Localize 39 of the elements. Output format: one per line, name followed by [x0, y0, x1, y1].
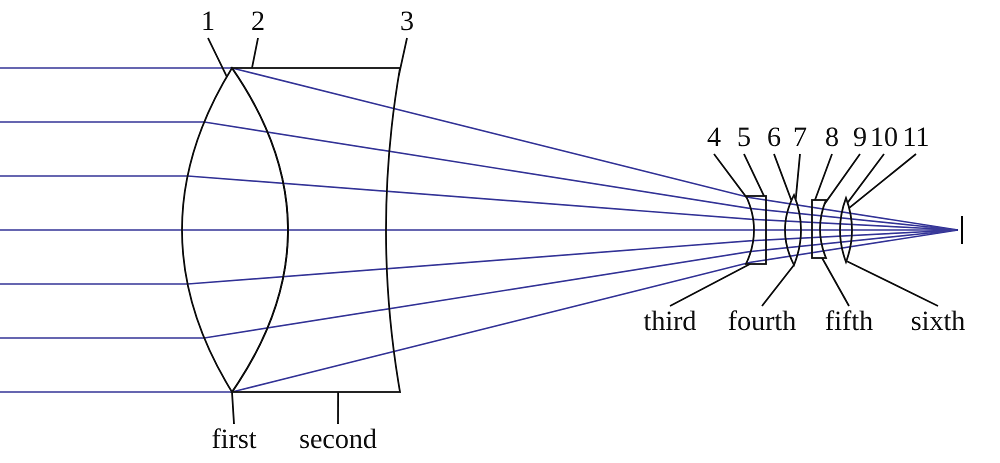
callout-number: 7	[793, 124, 807, 152]
callout-number: 4	[707, 124, 721, 152]
callout-number: 6	[767, 124, 781, 152]
part-label: third	[644, 308, 696, 336]
callout-number: 3	[400, 8, 414, 36]
callout-number: 9	[853, 124, 867, 152]
leader-line	[337, 392, 339, 424]
part-label: second	[299, 426, 377, 454]
callout-number: 10	[870, 124, 898, 152]
leader-line	[846, 153, 885, 204]
callout-number: 8	[825, 124, 839, 152]
callout-number: 2	[251, 8, 265, 36]
leader-line	[251, 38, 259, 68]
leader-line	[794, 154, 801, 200]
leader-line	[761, 264, 795, 307]
leader-line	[814, 154, 833, 200]
lens-drawing	[231, 67, 401, 393]
lens-drawing	[784, 194, 802, 266]
part-label: first	[211, 426, 257, 454]
callout-number: 11	[902, 124, 930, 152]
leader-line	[824, 153, 861, 205]
part-label: fifth	[824, 308, 874, 336]
leader-line	[743, 154, 765, 196]
leader-line	[846, 260, 938, 307]
lens-drawing	[839, 197, 853, 263]
leader-line	[773, 154, 792, 201]
callout-number: 1	[201, 8, 215, 36]
leader-line	[713, 153, 748, 198]
leader-line	[207, 38, 228, 77]
leader-line	[398, 38, 408, 76]
part-label: fourth	[728, 308, 796, 336]
leader-line	[848, 153, 917, 209]
leader-line	[231, 392, 235, 424]
lens-drawing	[811, 199, 827, 259]
callout-number: 5	[737, 124, 751, 152]
part-label: sixth	[910, 308, 966, 336]
leader-line	[821, 258, 850, 306]
leader-line	[670, 263, 750, 307]
lens-drawing	[745, 195, 767, 265]
